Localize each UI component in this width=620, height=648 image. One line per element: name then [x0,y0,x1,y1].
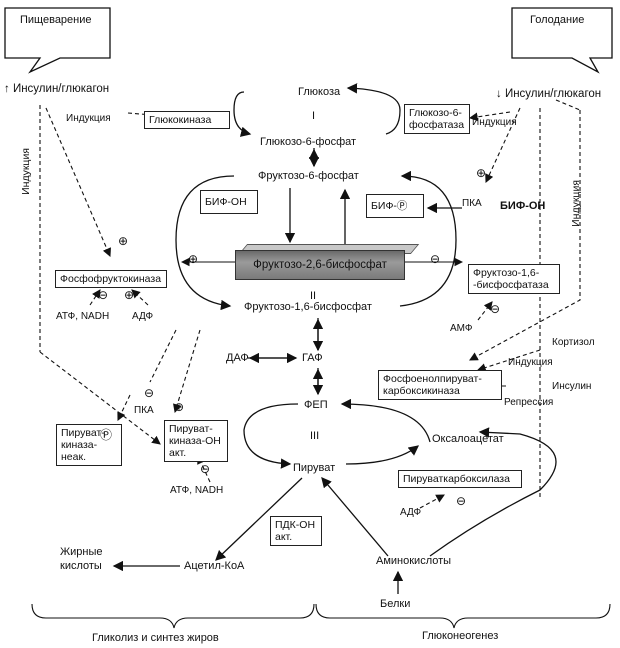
label-adp: АДФ [132,311,154,322]
plus-icon: ⊕ [476,166,487,180]
met-amino-acids: Аминокислоты [376,555,452,567]
met-proteins: Белки [380,598,411,610]
met-f26bp: Фруктозо-2,6-бисфосфат [235,250,405,280]
enzyme-pc: Пируваткарбоксилаза [398,470,522,488]
met-acetylcoa: Ацетил-КоА [184,560,245,572]
cycle2-left [175,175,235,311]
met-fatty-acids: Жирные кислоты [60,546,103,572]
cycle3-left [243,403,299,469]
phospho-icon: Ⓟ [396,200,408,212]
met-f6p: Фруктозо-6-фосфат [258,170,359,182]
cycle1-right [346,83,401,135]
label-induction-3: Индукция [472,117,517,128]
met-g6p: Глюкозо-6-фосфат [260,136,357,148]
cycle-label-2: II [310,290,317,302]
enzyme-bif-p-label: БИФ- [371,200,397,212]
minus-icon: ⊖ [144,386,155,400]
cycle3-right [340,398,431,443]
callout-starvation: Голодание [530,14,585,26]
met-dap: ДАФ [226,352,249,364]
met-gap: ГАФ [302,352,323,364]
plus-icon: ⊕ [188,252,199,266]
label-amp: АМФ [450,323,473,334]
met-pep: ФЕП [304,399,328,411]
enzyme-glucokinase: Глюкокиназа [144,111,230,129]
bracket-right [315,603,611,629]
enzyme-pfk: Фосфофруктокиназа [55,270,167,288]
label-induction-5: Индукция [508,357,553,368]
label-pka-2: ПКА [134,405,154,416]
label-induction-2: Индукция [20,148,32,195]
footer-glycolysis: Гликолиз и синтез жиров [92,632,219,644]
cycle1-left [233,91,252,137]
enzyme-bif-on-right: БИФ-ОН [500,200,546,212]
met-glucose: Глюкоза [298,86,341,98]
met-f16bp: Фруктозо-1,6-бисфосфат [244,301,372,313]
plus-icon: ⊕ [124,288,135,302]
enzyme-pdk: ПДК-ОН акт. [270,516,322,546]
callout-digestion-shape [4,7,111,74]
met-oxaloacetate: Оксалоацетат [432,433,504,445]
hormone-left: ↑ Инсулин/глюкагон [4,83,110,95]
minus-icon: ⊖ [98,288,109,302]
minus-icon: ⊖ [200,462,211,476]
label-induction-1: Индукция [66,113,111,124]
label-repression: Репрессия [504,397,554,408]
cycle2-right [399,170,457,307]
label-atp-nadh: АТФ, NADH [56,311,110,322]
cycle-label-3: III [310,430,320,442]
enzyme-bif-p: БИФ-Ⓟ [366,194,424,218]
phospho-icon: Ⓟ [100,428,113,442]
label-cortisol: Кортизол [552,337,595,348]
minus-icon: ⊖ [490,302,501,316]
label-pka-1: ПКА [462,198,482,209]
footer-gluconeogenesis: Глюконеогенез [422,630,499,642]
enzyme-bif-on-left: БИФ-ОН [200,190,258,214]
bracket-left [31,603,315,629]
enzyme-fbpase: Фруктозо-1,6- -бисфосфатаза [468,264,560,294]
plus-icon: ⊕ [118,234,129,248]
met-pyruvate: Пируват [293,462,336,474]
minus-icon: ⊖ [430,252,441,266]
label-adp-2: АДФ [400,507,422,518]
enzyme-pk-on: Пируват- киназа-ОН акт. [164,420,228,462]
enzyme-g6pase: Глюкозо-6- фосфатаза [404,104,470,134]
cycle-label-1: I [312,110,316,122]
hormone-right: ↓ Инсулин/глюкагон [496,88,602,100]
enzyme-pepck: Фосфоенолпируват- карбоксикиназа [378,370,502,400]
minus-icon: ⊖ [456,494,467,508]
enzyme-pk-p: Пируват- киназа- неак. [56,424,122,466]
label-insulin: Инсулин [552,381,592,392]
callout-digestion: Пищеварение [20,14,92,26]
label-atp-nadh-2: АТФ, NADH [170,485,224,496]
label-induction-4: Индукция [570,180,582,227]
plus-icon: ⊕ [174,400,185,414]
callout-starvation-shape [511,7,613,74]
